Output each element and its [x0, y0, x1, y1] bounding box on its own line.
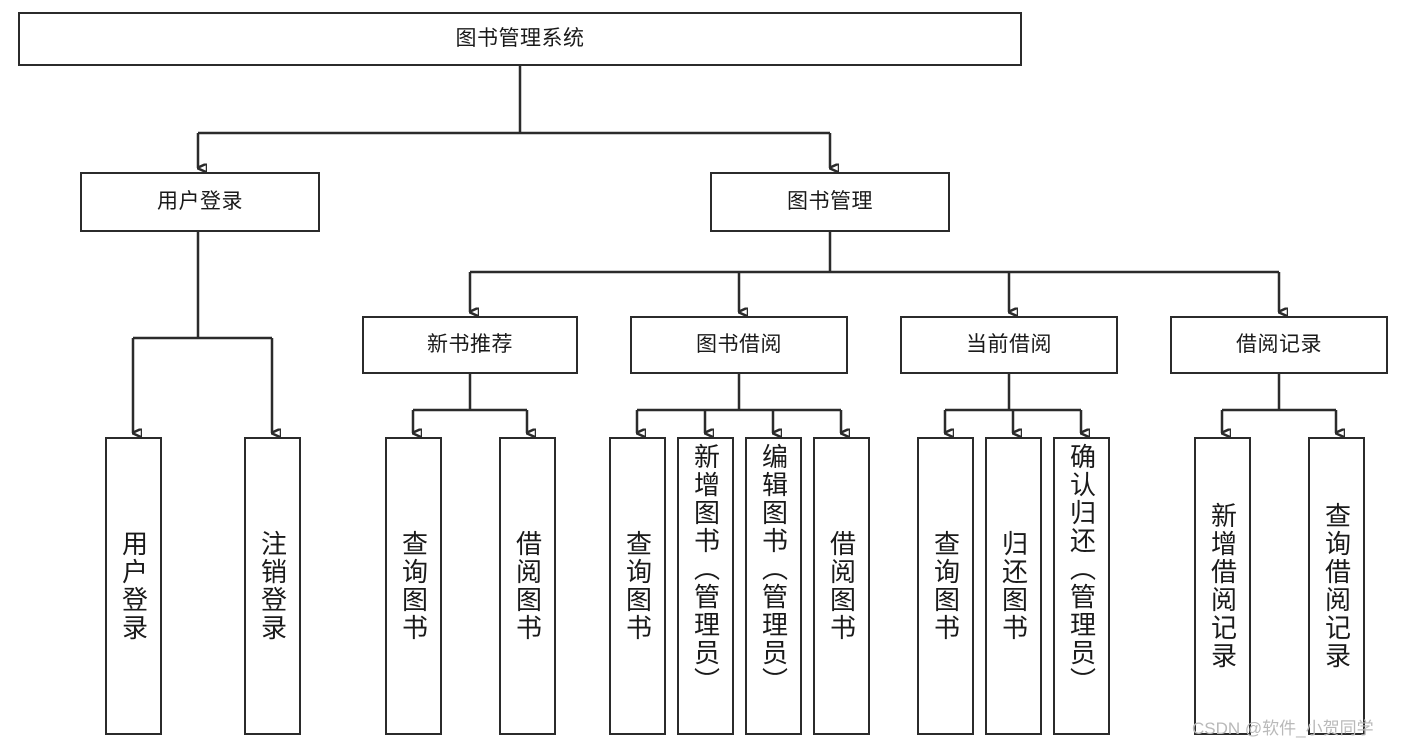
node-label: 图书借阅: [696, 333, 782, 357]
leaf-label: 新增图书（管理员）: [690, 443, 721, 695]
node-label: 图书管理系统: [455, 27, 585, 51]
leaf-label: 查询借阅记录: [1321, 502, 1352, 670]
leaf-label: 归还图书: [998, 530, 1029, 642]
node-current-borrow[interactable]: 当前借阅: [900, 316, 1118, 374]
leaf-user-login-login[interactable]: 用户登录: [105, 437, 162, 735]
node-book-borrow[interactable]: 图书借阅: [630, 316, 848, 374]
leaf-borrow-borrow-book[interactable]: 借阅图书: [813, 437, 870, 735]
leaf-label: 确认归还（管理员）: [1066, 443, 1097, 695]
leaf-label: 注销登录: [257, 530, 288, 642]
leaf-label: 用户登录: [118, 530, 149, 642]
node-label: 新书推荐: [427, 333, 513, 357]
leaf-current-confirm-return-admin[interactable]: 确认归还（管理员）: [1053, 437, 1110, 735]
node-label: 借阅记录: [1236, 333, 1322, 357]
leaf-recommend-borrow-book[interactable]: 借阅图书: [499, 437, 556, 735]
node-root-book-management-system[interactable]: 图书管理系统: [18, 12, 1022, 66]
node-label: 图书管理: [787, 190, 873, 214]
leaf-user-login-logout[interactable]: 注销登录: [244, 437, 301, 735]
leaf-label: 借阅图书: [512, 530, 543, 642]
node-new-book-recommend[interactable]: 新书推荐: [362, 316, 578, 374]
leaf-label: 查询图书: [930, 530, 961, 642]
leaf-borrow-edit-book-admin[interactable]: 编辑图书（管理员）: [745, 437, 802, 735]
leaf-label: 查询图书: [398, 530, 429, 642]
node-label: 当前借阅: [966, 333, 1052, 357]
leaf-borrow-add-book-admin[interactable]: 新增图书（管理员）: [677, 437, 734, 735]
leaf-recommend-query-book[interactable]: 查询图书: [385, 437, 442, 735]
node-user-login[interactable]: 用户登录: [80, 172, 320, 232]
leaf-record-add-borrow-record[interactable]: 新增借阅记录: [1194, 437, 1251, 735]
node-book-management[interactable]: 图书管理: [710, 172, 950, 232]
node-label: 用户登录: [157, 190, 243, 214]
leaf-label: 编辑图书（管理员）: [758, 443, 789, 695]
leaf-label: 新增借阅记录: [1207, 502, 1238, 670]
leaf-current-return-book[interactable]: 归还图书: [985, 437, 1042, 735]
csdn-watermark: CSDN @软件_小贺同学: [1192, 719, 1374, 738]
leaf-borrow-query-book[interactable]: 查询图书: [609, 437, 666, 735]
leaf-label: 借阅图书: [826, 530, 857, 642]
node-borrow-record[interactable]: 借阅记录: [1170, 316, 1388, 374]
leaf-label: 查询图书: [622, 530, 653, 642]
leaf-record-query-borrow-record[interactable]: 查询借阅记录: [1308, 437, 1365, 735]
leaf-current-query-book[interactable]: 查询图书: [917, 437, 974, 735]
